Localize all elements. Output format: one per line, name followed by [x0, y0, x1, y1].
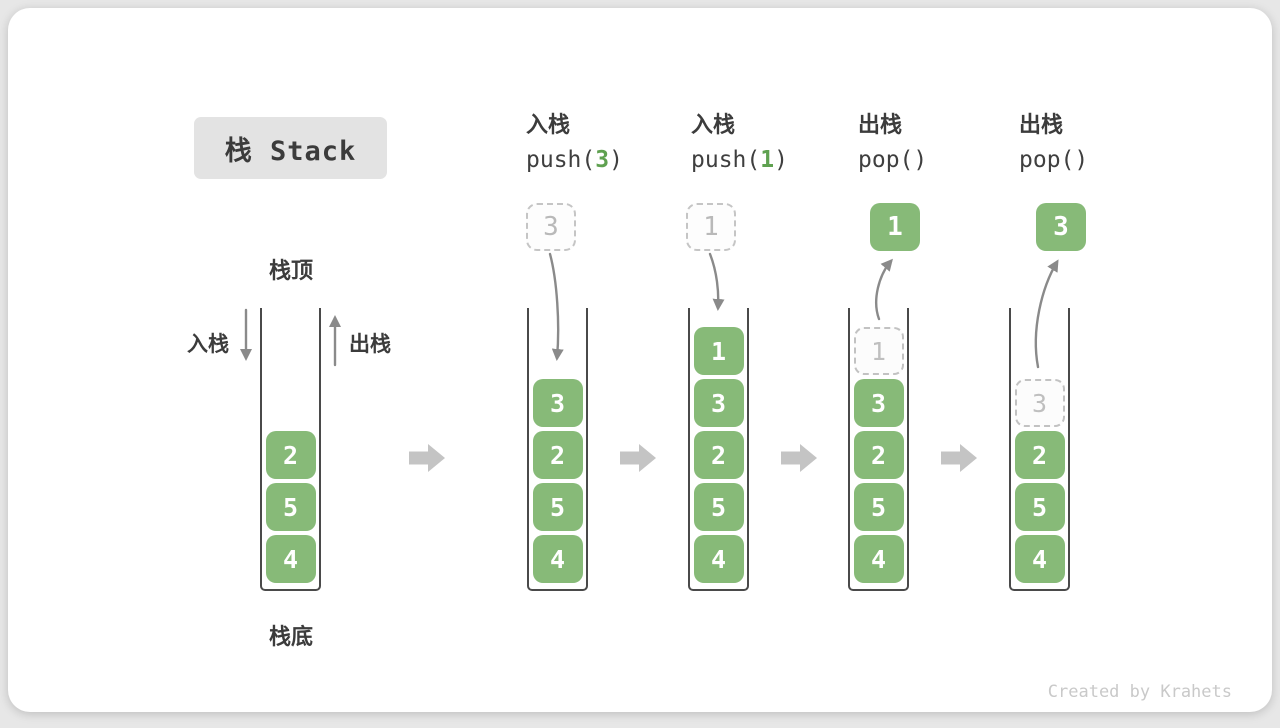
stack-container-after-pop-3: 3 2 5 4 [1009, 308, 1070, 591]
stack-cell: 1 [693, 327, 744, 375]
stack-cell: 5 [532, 483, 583, 531]
stack-top-label: 栈顶 [268, 259, 313, 284]
diagram-card: 栈 Stack 入栈 push(3) 入栈 push(1) 出栈 pop() 出… [8, 8, 1272, 712]
code-pre: push( [526, 147, 596, 173]
code-post: ) [913, 147, 928, 173]
code-post: ) [1074, 147, 1089, 173]
stack-container-after-pop-1: 1 3 2 5 4 [848, 308, 909, 591]
stack-container-after-push-1: 1 3 2 5 4 [688, 308, 749, 591]
step-arrow-icon [409, 444, 445, 472]
stack-cell: 4 [532, 535, 583, 583]
stack-cell: 2 [265, 431, 316, 479]
stack-cell: 4 [1014, 535, 1065, 583]
stack-bottom-label: 栈底 [268, 625, 313, 650]
stack-cell: 5 [693, 483, 744, 531]
stack-cell: 3 [853, 379, 904, 427]
step-arrow-icon [941, 444, 977, 472]
op-code: pop() [1019, 147, 1088, 173]
title-badge: 栈 Stack [194, 117, 387, 179]
stack-cell: 4 [265, 535, 316, 583]
op-code: push(1) [691, 147, 788, 173]
op-label: 入栈 [691, 113, 736, 138]
code-arg: 1 [760, 147, 775, 173]
op-code: pop() [858, 147, 927, 173]
stack-cell: 5 [1014, 483, 1065, 531]
stack-cell: 5 [853, 483, 904, 531]
push-side-label: 入栈 [187, 332, 229, 356]
op-header-push-1: 入栈 push(1) [691, 112, 788, 173]
code-post: ) [774, 147, 788, 173]
push-1-arrow [708, 252, 725, 311]
stack-cell: 3 [532, 379, 583, 427]
step-arrow-icon [620, 444, 656, 472]
code-post: ) [609, 147, 623, 173]
stack-container-after-push-3: 3 2 5 4 [527, 308, 588, 591]
op-header-pop-3: 出栈 pop() [1019, 112, 1088, 173]
stack-cell: 2 [853, 431, 904, 479]
code-pre: pop( [858, 147, 914, 173]
code-pre: push( [691, 147, 761, 173]
code-pre: pop( [1019, 147, 1075, 173]
op-code: push(3) [526, 147, 623, 173]
title-text: 栈 Stack [224, 135, 357, 167]
watermark: Created by Krahets [1047, 682, 1232, 702]
incoming-value-box: 3 [526, 203, 576, 251]
code-arg: 3 [595, 147, 610, 173]
stack-cell: 2 [532, 431, 583, 479]
op-label: 出栈 [1019, 113, 1064, 138]
stack-cell: 4 [853, 535, 904, 583]
pop-side-label: 出栈 [349, 332, 391, 356]
popped-value-box: 1 [870, 203, 920, 251]
stack-cell: 4 [693, 535, 744, 583]
stack-cell: 3 [693, 379, 744, 427]
stack-cell-ghost: 1 [853, 327, 904, 375]
stack-cell: 5 [265, 483, 316, 531]
op-label: 入栈 [526, 113, 571, 138]
stack-container-initial: 2 5 4 [260, 308, 321, 591]
incoming-value-box: 1 [686, 203, 736, 251]
step-arrow-icon [781, 444, 817, 472]
stack-cell-ghost: 3 [1014, 379, 1065, 427]
arrows-overlay [240, 252, 1059, 369]
stack-cell: 2 [1014, 431, 1065, 479]
op-label: 出栈 [858, 113, 903, 138]
popped-value-box: 3 [1036, 203, 1086, 251]
op-header-push-3: 入栈 push(3) [526, 112, 623, 173]
op-header-pop-1: 出栈 pop() [858, 112, 927, 173]
stack-cell: 2 [693, 431, 744, 479]
